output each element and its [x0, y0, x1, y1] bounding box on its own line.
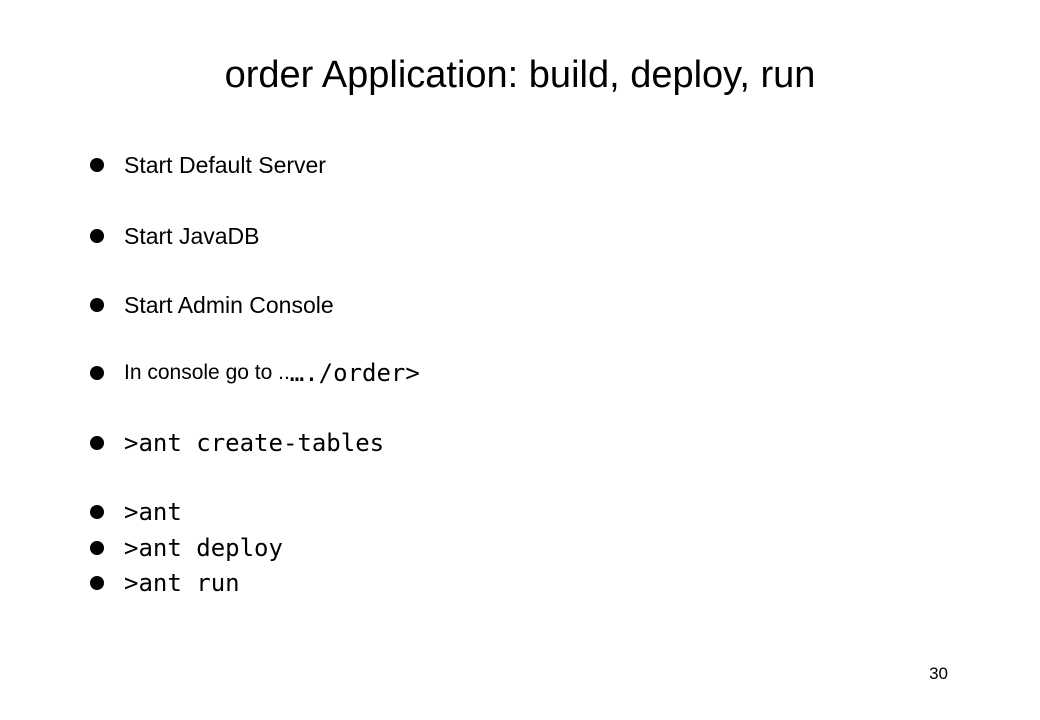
bullet-dot-icon: [90, 505, 104, 519]
bullet-text: Start Default Server: [124, 151, 326, 178]
bullet-dot-icon: [90, 541, 104, 555]
bullet-dot-icon: [90, 436, 104, 450]
bullet-dot-icon: [90, 158, 104, 172]
bullet-dot-icon: [90, 298, 104, 312]
bullet-item: Start Admin Console: [90, 288, 334, 322]
bullet-item: >ant create-tables: [90, 426, 384, 460]
bullet-code: >ant run: [124, 569, 240, 597]
bullet-item: Start JavaDB: [90, 219, 260, 253]
bullet-text: Start JavaDB: [124, 222, 260, 249]
bullet-dot-icon: [90, 366, 104, 380]
bullet-item: Start Default Server: [90, 148, 326, 182]
bullet-code: >ant create-tables: [124, 429, 385, 457]
bullet-item: >ant: [90, 495, 182, 529]
bullet-item: >ant deploy: [90, 531, 283, 565]
bullet-item: In console go to ..…./order>: [90, 356, 420, 390]
bullet-code: >ant: [124, 498, 182, 526]
bullet-dot-icon: [90, 229, 104, 243]
bullet-code: >ant deploy: [124, 534, 283, 562]
bullet-code: …./order>: [289, 359, 420, 387]
bullet-item: >ant run: [90, 566, 240, 600]
page-number: 30: [929, 664, 948, 683]
bullet-text: Start Admin Console: [124, 291, 334, 318]
bullet-text: In console go to ..: [124, 361, 290, 384]
slide-title: order Application: build, deploy, run: [224, 54, 816, 96]
bullet-dot-icon: [90, 576, 104, 590]
